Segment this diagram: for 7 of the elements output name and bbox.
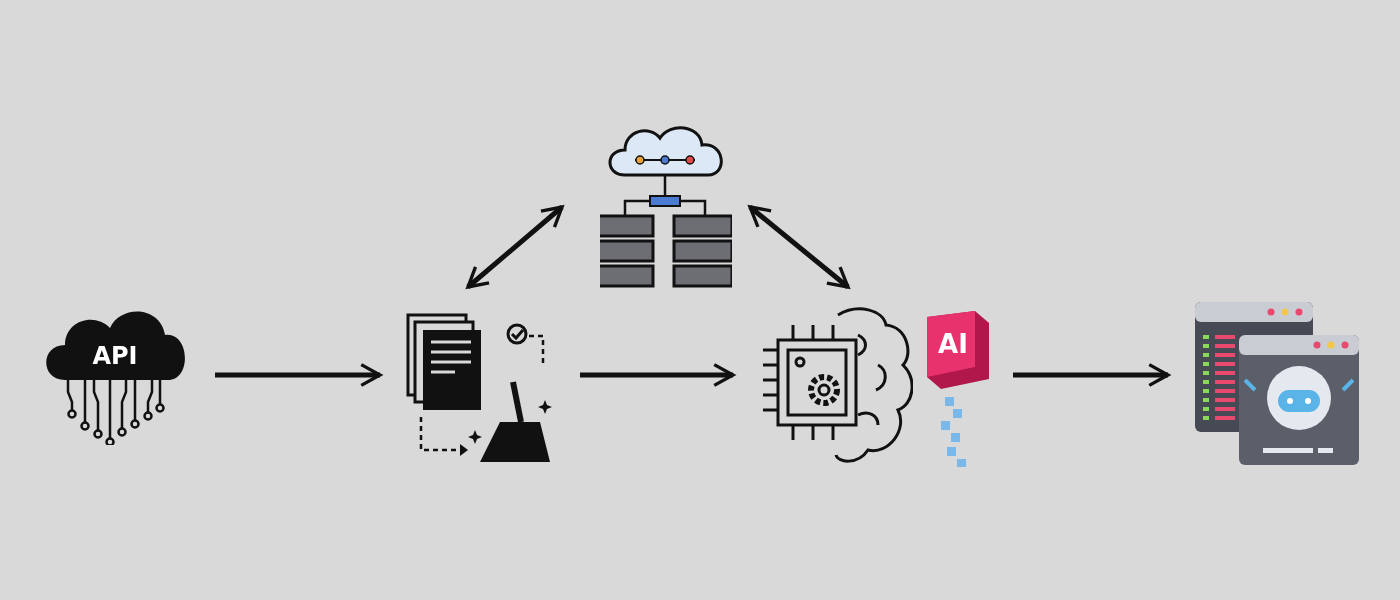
ai-label: AI — [937, 329, 969, 359]
arrow — [1013, 362, 1170, 388]
arrow — [466, 205, 564, 289]
arrow — [748, 205, 850, 289]
api-label: API — [91, 342, 139, 370]
arrow — [215, 362, 382, 388]
arrow — [580, 362, 735, 388]
